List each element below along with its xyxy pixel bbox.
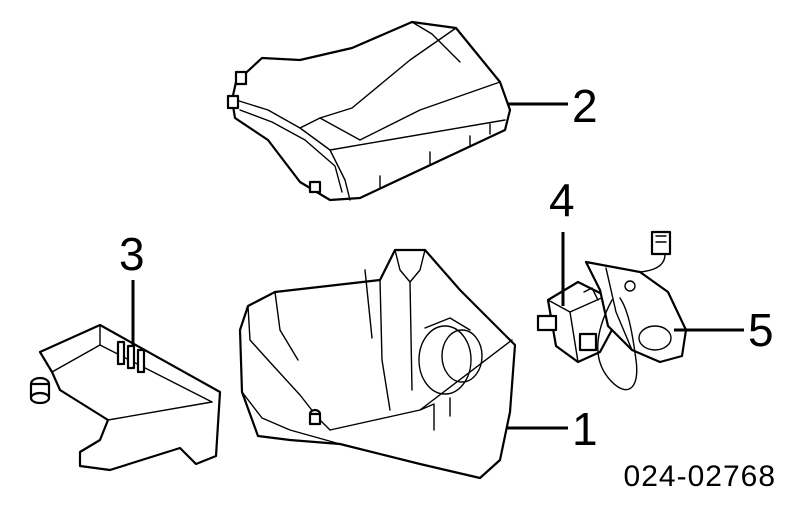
callout-3: 3: [119, 228, 145, 280]
part-1-housing: [238, 248, 517, 480]
part-5-plate: [584, 230, 688, 391]
callout-5: 5: [748, 304, 774, 356]
callout-1: 1: [572, 403, 598, 455]
callout-2: 2: [572, 80, 598, 132]
reference-code: 024-02768: [624, 460, 776, 493]
leader-lines: [131, 102, 744, 430]
part-2-cover: [226, 20, 512, 202]
part-3-bracket: [29, 323, 222, 472]
callout-4: 4: [549, 174, 575, 226]
